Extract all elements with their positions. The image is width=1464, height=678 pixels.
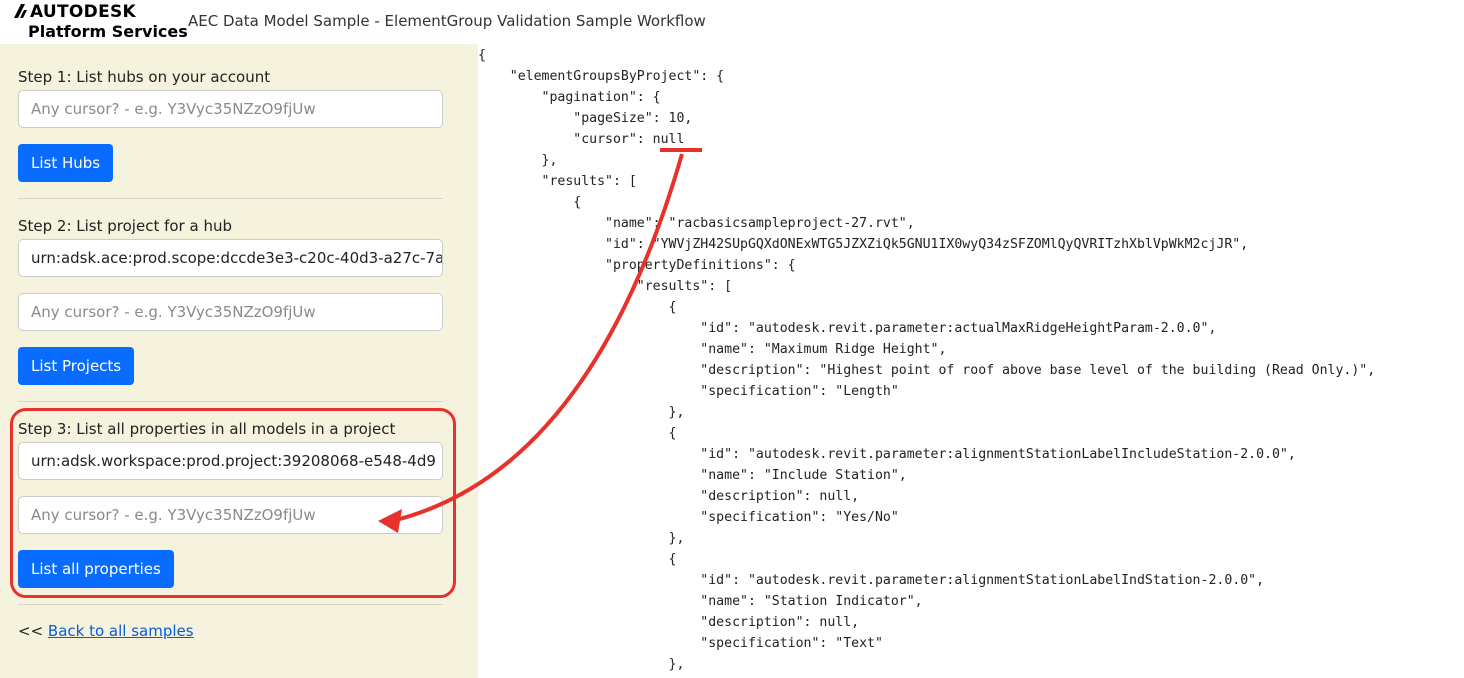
hub-id-input[interactable]: urn:adsk.ace:prod.scope:dccde3e3-c20c-40…	[18, 239, 443, 277]
step-divider	[18, 198, 443, 199]
back-link-row: << Back to all samples	[18, 622, 194, 640]
app-header: AUTODESK Platform Services AEC Data Mode…	[0, 0, 1464, 44]
project-id-input[interactable]: urn:adsk.workspace:prod.project:39208068…	[18, 442, 443, 480]
list-projects-button[interactable]: List Projects	[18, 347, 135, 385]
json-output: { "elementGroupsByProject": { "paginatio…	[478, 48, 1376, 672]
json-output-panel: { "elementGroupsByProject": { "paginatio…	[478, 44, 1464, 678]
autodesk-logo-icon	[14, 4, 27, 18]
autodesk-logo[interactable]: AUTODESK Platform Services	[14, 2, 188, 42]
step1-cursor-input[interactable]: Any cursor? - e.g. Y3Vyc35NZzO9fjUw	[18, 90, 443, 128]
step3-cursor-input[interactable]: Any cursor? - e.g. Y3Vyc35NZzO9fjUw	[18, 496, 443, 534]
back-to-samples-link[interactable]: Back to all samples	[47, 622, 194, 640]
step2-label: Step 2: List project for a hub	[18, 217, 232, 235]
step2-cursor-input[interactable]: Any cursor? - e.g. Y3Vyc35NZzO9fjUw	[18, 293, 443, 331]
step-divider	[18, 401, 443, 402]
list-hubs-button[interactable]: List Hubs	[18, 144, 114, 182]
list-all-properties-button[interactable]: List all properties	[18, 550, 174, 588]
logo-subtitle: Platform Services	[28, 22, 188, 41]
step3-highlight-annotation	[10, 408, 456, 598]
page-title: AEC Data Model Sample - ElementGroup Val…	[188, 12, 706, 30]
back-prefix: <<	[18, 622, 48, 640]
step3-label: Step 3: List all properties in all model…	[18, 420, 396, 438]
step-divider	[18, 604, 443, 605]
logo-wordmark: AUTODESK	[30, 2, 137, 22]
step1-label: Step 1: List hubs on your account	[18, 68, 271, 86]
